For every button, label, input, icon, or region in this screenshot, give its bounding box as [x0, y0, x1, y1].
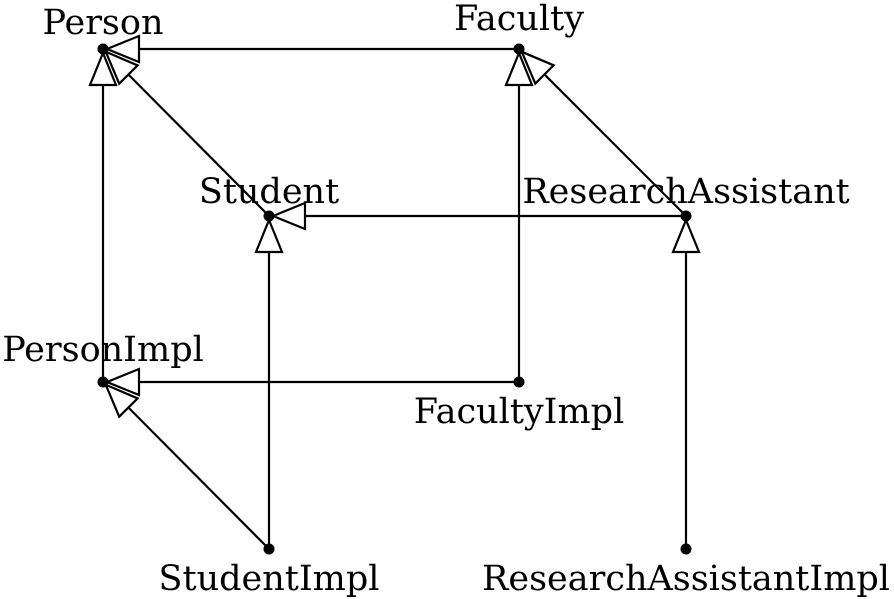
- inheritance-arrowhead: [88, 50, 118, 87]
- node-dot: [263, 210, 275, 222]
- node-dot: [680, 210, 692, 222]
- inheritance-arrowhead: [519, 49, 556, 86]
- edge-student-impl-to-student: [254, 217, 284, 549]
- node-label: PersonImpl: [2, 330, 204, 370]
- node-dot: [97, 376, 109, 388]
- edge-faculty-impl-to-faculty: [504, 50, 534, 382]
- node-label: ResearchAssistant: [522, 172, 849, 212]
- edge-research-assistant-to-faculty: [519, 49, 687, 217]
- node-person-impl: PersonImpl: [2, 330, 204, 388]
- inheritance-arrowhead: [504, 50, 534, 87]
- inheritance-arrowhead: [671, 217, 701, 254]
- node-student-impl: StudentImpl: [159, 543, 380, 599]
- edge-faculty-impl-to-person-impl: [104, 367, 519, 397]
- node-research-assistant: ResearchAssistant: [522, 172, 850, 222]
- node-faculty: Faculty: [454, 0, 584, 55]
- node-dot: [513, 43, 525, 55]
- edge-research-assistant-impl-to-research-assistant: [671, 217, 701, 549]
- node-label: Person: [43, 3, 164, 43]
- node-dot: [680, 543, 692, 555]
- node-label: FacultyImpl: [414, 392, 625, 432]
- edge-research-assistant-to-student: [270, 201, 686, 231]
- node-label: StudentImpl: [159, 559, 380, 599]
- node-faculty-impl: FacultyImpl: [414, 376, 625, 432]
- inheritance-arrowhead: [103, 382, 140, 419]
- node-dot: [263, 543, 275, 555]
- edge-faculty-to-person: [104, 34, 519, 64]
- inheritance-arrowhead: [254, 217, 284, 254]
- inheritance-arrowhead: [104, 34, 141, 64]
- inheritance-arrowhead: [103, 49, 140, 86]
- edge-student-to-person: [103, 49, 270, 217]
- inheritance-arrowhead: [270, 201, 307, 231]
- node-label: ResearchAssistantImpl: [482, 559, 890, 599]
- node-label: Faculty: [454, 0, 584, 39]
- node-person: Person: [43, 3, 164, 55]
- edge-student-impl-to-person-impl: [103, 382, 270, 550]
- node-student: Student: [199, 172, 339, 222]
- node-research-assistant-impl: ResearchAssistantImpl: [482, 543, 890, 599]
- edge-line: [127, 73, 270, 217]
- node-dot: [513, 376, 525, 388]
- edge-line: [543, 73, 687, 217]
- edge-person-impl-to-person: [88, 50, 118, 382]
- inheritance-arrowhead: [104, 367, 141, 397]
- edge-line: [127, 406, 270, 550]
- edges-layer: [88, 34, 701, 550]
- node-dot: [97, 43, 109, 55]
- node-label: Student: [199, 172, 339, 212]
